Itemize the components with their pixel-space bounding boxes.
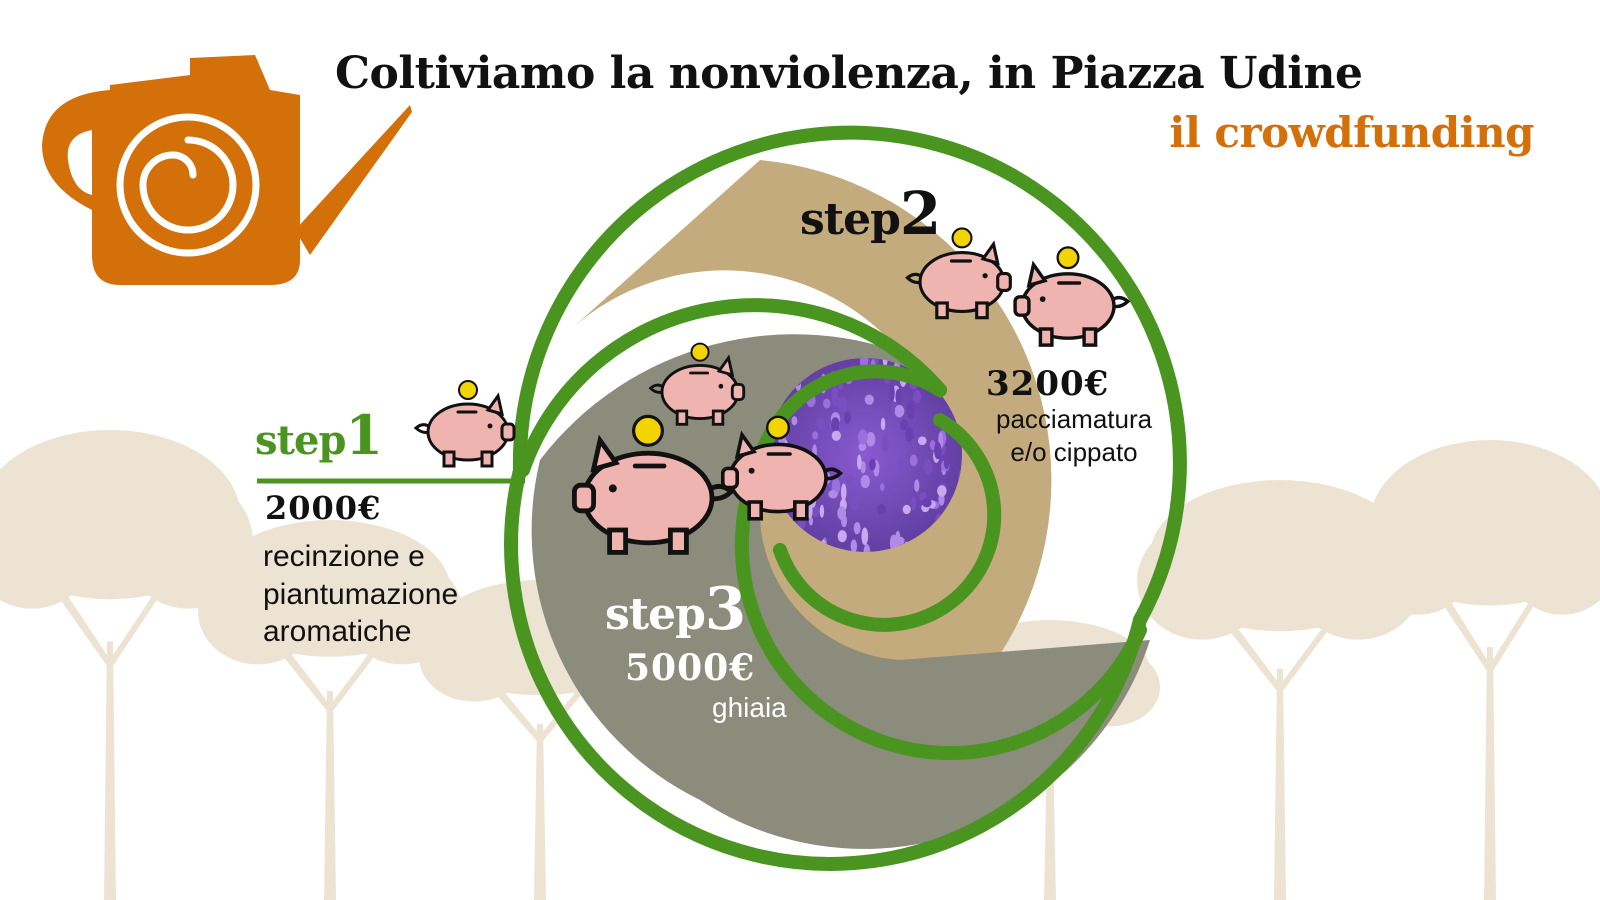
step3-description: ghiaia (712, 690, 787, 725)
step1-amount: 2000€ (265, 489, 382, 527)
step3-amount: 5000€ (625, 647, 756, 689)
step1-desc-line: aromatiche (263, 615, 412, 648)
step2-label: step2 (800, 184, 941, 245)
coin-icon (631, 414, 665, 447)
step3-desc-line: ghiaia (712, 692, 787, 723)
piggy-bank-icon (413, 380, 516, 468)
step2-description: pacciamatura e/o cippato (996, 403, 1152, 468)
step1-desc-line: piantumazione (263, 577, 459, 611)
piggy-bank-icon (648, 342, 746, 426)
coin-icon (458, 380, 478, 400)
step1-word: step (255, 417, 346, 464)
step1-label: step1 (255, 408, 383, 464)
step2-amount: 3200€ (986, 364, 1110, 404)
coin-icon (690, 342, 710, 362)
step2-desc-line: pacciamatura (996, 404, 1153, 434)
piggy-bank-icon (720, 415, 844, 521)
piggy-bank-icon (905, 227, 1012, 320)
step2-number: 2 (899, 179, 941, 249)
step2-desc-line: e/o cippato (1010, 436, 1138, 467)
page-title: Coltiviamo la nonviolenza, in Piazza Udi… (335, 48, 1363, 99)
step3-number: 3 (704, 574, 746, 644)
step2-word: step (800, 194, 901, 245)
step1-description: recinzione e piantumazione aromatiche (263, 538, 458, 651)
step1-number: 1 (345, 403, 383, 467)
piggy-bank-icon (571, 414, 735, 555)
step1-desc-line: recinzione e (263, 540, 425, 573)
tree-silhouette (198, 520, 462, 900)
lavender-photo (768, 358, 962, 552)
tree-silhouette (1358, 440, 1600, 900)
piggy-bank-icon (1013, 246, 1131, 347)
coin-icon (1056, 246, 1080, 270)
coin-icon (951, 227, 973, 249)
step3-label: step3 (605, 579, 746, 640)
page-subtitle: il crowdfunding (1169, 108, 1534, 157)
step3-word: step (605, 589, 706, 640)
coin-icon (765, 415, 791, 440)
